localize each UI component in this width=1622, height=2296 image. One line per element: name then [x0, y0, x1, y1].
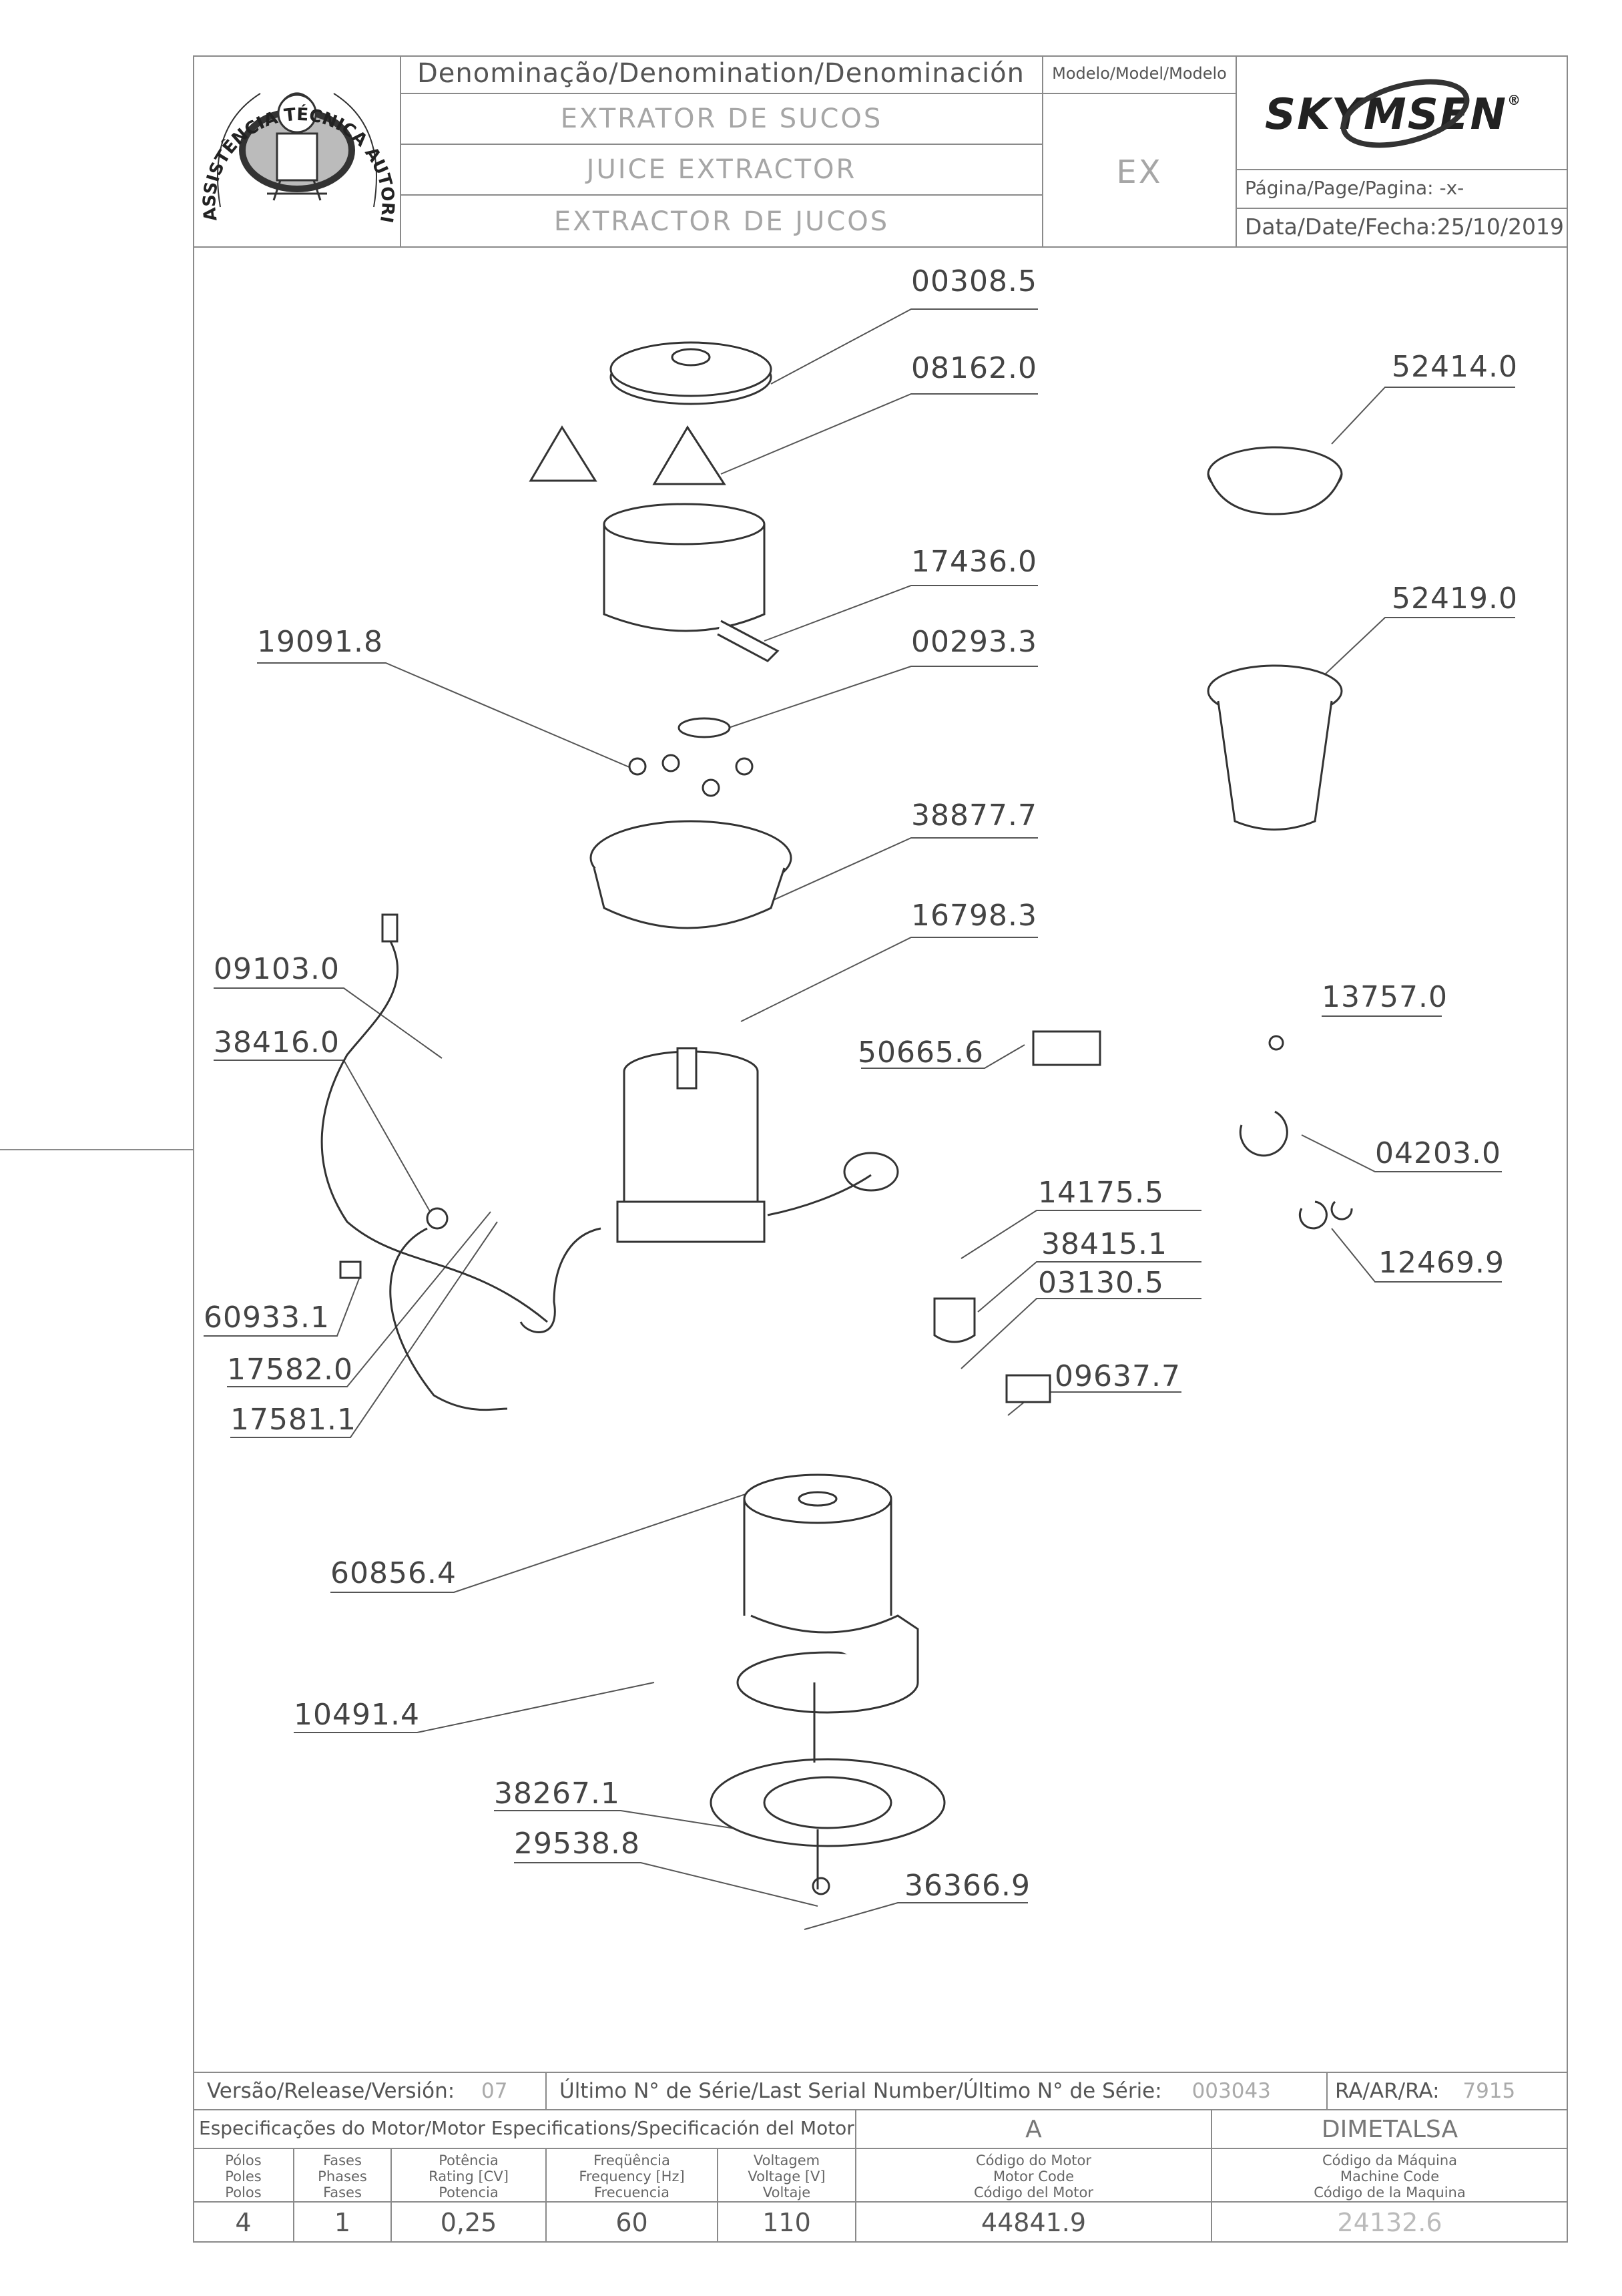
part-number: 36366.9 [904, 1869, 1031, 1903]
spec-header-voltage: Voltagem Voltage [V] Voltaje [718, 2152, 856, 2201]
spec-header-line: Polos [225, 2185, 262, 2201]
part-number: 19091.8 [257, 625, 383, 659]
part-number: 09103.0 [214, 952, 340, 986]
spec-header-machine-code: Código da Máquina Machine Code Código de… [1211, 2152, 1568, 2201]
part-number: 60933.1 [204, 1301, 330, 1335]
part-number: 38267.1 [494, 1777, 620, 1811]
spec-header-line: Voltagem [753, 2152, 820, 2168]
spec-header-line: Código del Motor [974, 2185, 1093, 2201]
product-name-en: JUICE EXTRACTOR [586, 154, 857, 185]
part-number: 16798.3 [911, 899, 1037, 933]
page-field: Página/Page/Pagina: -x- [1245, 179, 1464, 198]
date-label: Data/Date/Fecha: [1245, 214, 1437, 240]
spec-header-line: Código de la Maquina [1314, 2185, 1466, 2201]
spec-value-phases: 1 [334, 2208, 351, 2237]
part-number: 52419.0 [1392, 582, 1518, 616]
part-number: 38415.1 [1041, 1227, 1167, 1261]
model-label: Modelo/Model/Modelo [1052, 64, 1227, 83]
serial-value: 003043 [1191, 2079, 1271, 2103]
drawing-sheet [193, 55, 1568, 2243]
spec-header-line: Fases [323, 2185, 362, 2201]
part-number: 38877.7 [911, 798, 1037, 833]
spec-header-line: Potência [439, 2152, 499, 2168]
spec-header-line: Potencia [439, 2185, 499, 2201]
date-value: 25/10/2019 [1436, 214, 1564, 240]
version-label: Versão/Release/Versión: [207, 2079, 455, 2103]
model-value: EX [1116, 154, 1163, 191]
spec-header-line: Voltaje [762, 2185, 811, 2201]
spec-header-line: Voltage [V] [748, 2168, 826, 2185]
part-number: 13757.0 [1322, 980, 1448, 1014]
version-field: Versão/Release/Versión: 07 [207, 2081, 508, 2102]
motor-spec-label: Especificações do Motor/Motor Especifica… [199, 2117, 854, 2139]
part-number: 17436.0 [911, 545, 1037, 579]
motor-variant: A [1025, 2116, 1042, 2143]
svg-text:ASSISTÊNCIA TÉCNICA AUTORIZADA: ASSISTÊNCIA TÉCNICA AUTORIZADA [0, 0, 398, 224]
spec-value-frequency: 60 [615, 2208, 648, 2237]
spec-header-line: Frequency [Hz] [579, 2168, 685, 2185]
spec-header-line: Código do Motor [975, 2152, 1092, 2168]
part-number: 14175.5 [1038, 1176, 1164, 1210]
part-number: 60856.4 [330, 1556, 457, 1590]
spec-header-line: Frecuencia [594, 2185, 669, 2201]
spec-header-line: Pólos [225, 2152, 262, 2168]
spec-header-frequency: Freqüência Frequency [Hz] Frecuencia [546, 2152, 718, 2201]
part-number: 38416.0 [214, 1025, 340, 1060]
seal-text: ASSISTÊNCIA TÉCNICA AUTORIZADA [0, 0, 398, 224]
spec-value-poles: 4 [235, 2208, 252, 2237]
spec-header-line: Machine Code [1340, 2168, 1440, 2185]
spec-header-line: Código da Máquina [1322, 2152, 1458, 2168]
page-label: Página/Page/Pagina: [1245, 177, 1434, 199]
ra-field: RA/AR/RA: 7915 [1335, 2081, 1515, 2102]
spec-header-rating: Potência Rating [CV] Potencia [391, 2152, 546, 2201]
part-number: 10491.4 [294, 1698, 420, 1732]
spec-header-line: Freqüência [593, 2152, 670, 2168]
product-name-es: EXTRACTOR DE JUCOS [553, 206, 890, 237]
denomination-label: Denominação/Denomination/Denominación [417, 58, 1025, 89]
part-number: 17582.0 [227, 1353, 353, 1387]
spec-header-motor-code: Código do Motor Motor Code Código del Mo… [856, 2152, 1211, 2201]
spec-value-voltage: 110 [762, 2208, 811, 2237]
part-number: 12469.9 [1378, 1246, 1505, 1280]
spec-header-phases: Fases Phases Fases [294, 2152, 391, 2201]
part-number: 29538.8 [514, 1827, 640, 1861]
part-number: 17581.1 [230, 1403, 356, 1437]
authorized-service-seal [217, 92, 377, 208]
spec-header-poles: Pólos Poles Polos [193, 2152, 294, 2201]
spec-value-machine-code: 24132.6 [1337, 2208, 1442, 2237]
spec-header-line: Phases [318, 2168, 367, 2185]
part-number: 09637.7 [1055, 1359, 1181, 1393]
date-field: Data/Date/Fecha:25/10/2019 [1245, 216, 1564, 238]
spec-header-line: Motor Code [993, 2168, 1075, 2185]
spec-value-rating: 0,25 [440, 2208, 497, 2237]
part-number: 08162.0 [911, 351, 1037, 385]
serial-field: Último N° de Série/Last Serial Number/Úl… [559, 2081, 1271, 2102]
spec-header-line: Rating [CV] [429, 2168, 509, 2185]
serial-label: Último N° de Série/Last Serial Number/Úl… [559, 2079, 1162, 2103]
part-number: 50665.6 [858, 1036, 984, 1070]
manufacturer: DIMETALSA [1321, 2116, 1458, 2143]
part-number: 03130.5 [1038, 1266, 1164, 1300]
spec-value-motor-code: 44841.9 [981, 2208, 1087, 2237]
part-number: 00293.3 [911, 625, 1037, 659]
part-number: 00308.5 [911, 264, 1037, 298]
page-value: -x- [1439, 177, 1464, 199]
part-number: 04203.0 [1375, 1136, 1501, 1170]
ra-value: 7915 [1462, 2079, 1516, 2103]
spec-header-line: Fases [323, 2152, 362, 2168]
part-number: 52414.0 [1392, 350, 1518, 384]
product-name-pt: EXTRATOR DE SUCOS [560, 103, 883, 134]
ra-label: RA/AR/RA: [1335, 2079, 1440, 2103]
spec-header-line: Poles [225, 2168, 262, 2185]
version-value: 07 [481, 2079, 508, 2103]
registered-mark: ® [1507, 92, 1523, 108]
